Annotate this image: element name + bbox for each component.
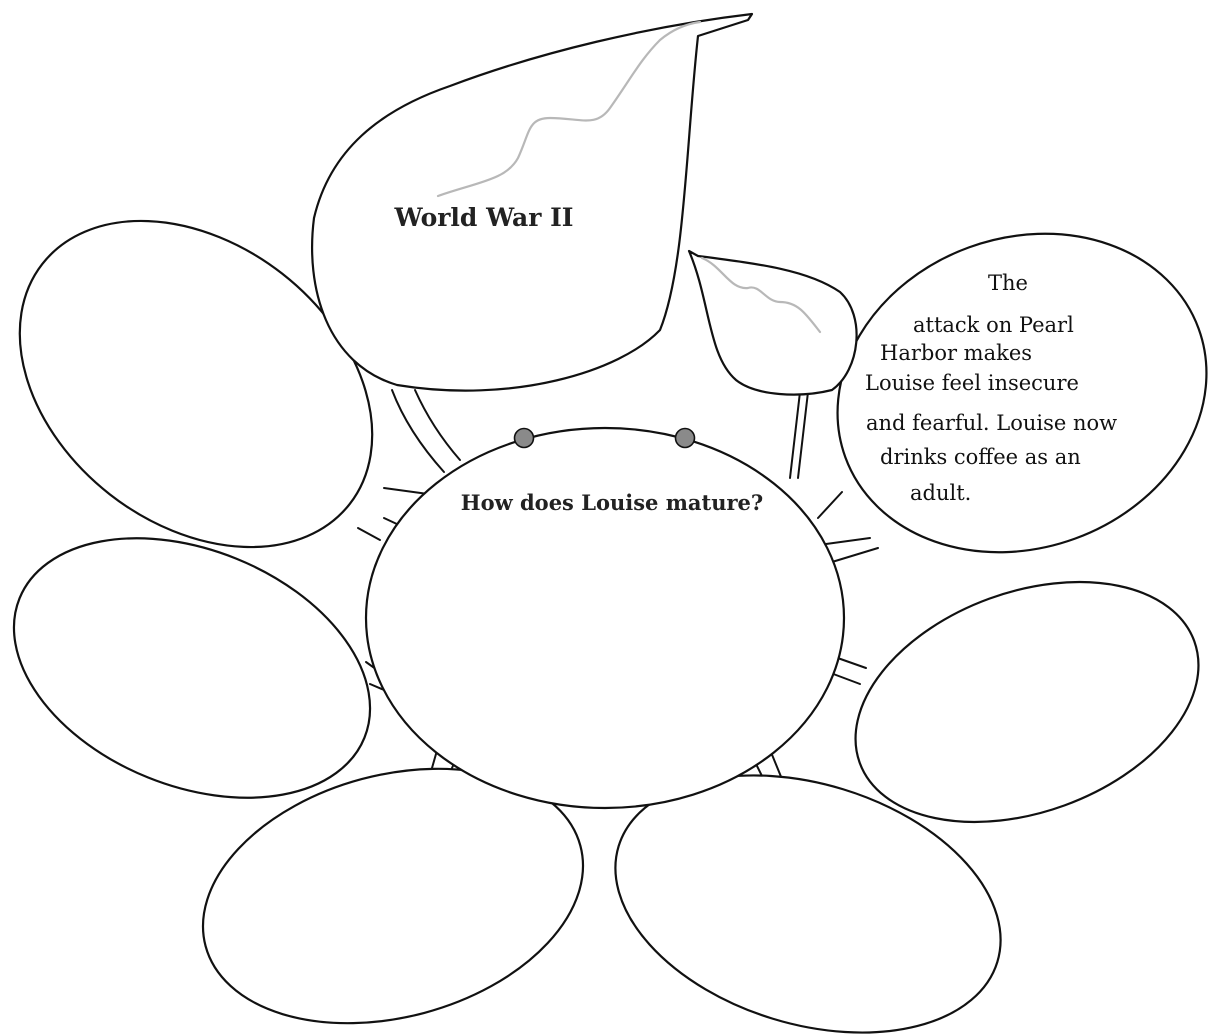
connector-top-right-b xyxy=(826,538,870,544)
small-leaf-shape[interactable] xyxy=(689,251,857,395)
answer-line-2: attack on Pearl xyxy=(913,313,1074,337)
connector-large-leaf-left xyxy=(392,390,444,472)
answer-line-6: drinks coffee as an xyxy=(880,445,1081,469)
connector-top-right-a xyxy=(818,492,842,518)
center-question: How does Louise mature? xyxy=(461,490,763,515)
connector-large-leaf-right xyxy=(415,390,460,460)
left-eye-dot xyxy=(515,429,534,448)
connector-top-left-c xyxy=(358,528,380,540)
small-leaf xyxy=(689,251,857,395)
answer-line-7: adult. xyxy=(910,481,971,505)
connector-top-left-a xyxy=(384,488,428,494)
answer-line-1: The xyxy=(988,271,1028,295)
answer-line-3: Harbor makes xyxy=(880,341,1032,365)
center-oval[interactable] xyxy=(366,428,844,808)
leaf-title: World War II xyxy=(394,203,574,232)
answer-line-4: Louise feel insecure xyxy=(865,371,1079,395)
right-eye-dot xyxy=(676,429,695,448)
answer-line-5: and fearful. Louise now xyxy=(866,411,1117,435)
connector-top-right-c xyxy=(832,548,878,562)
